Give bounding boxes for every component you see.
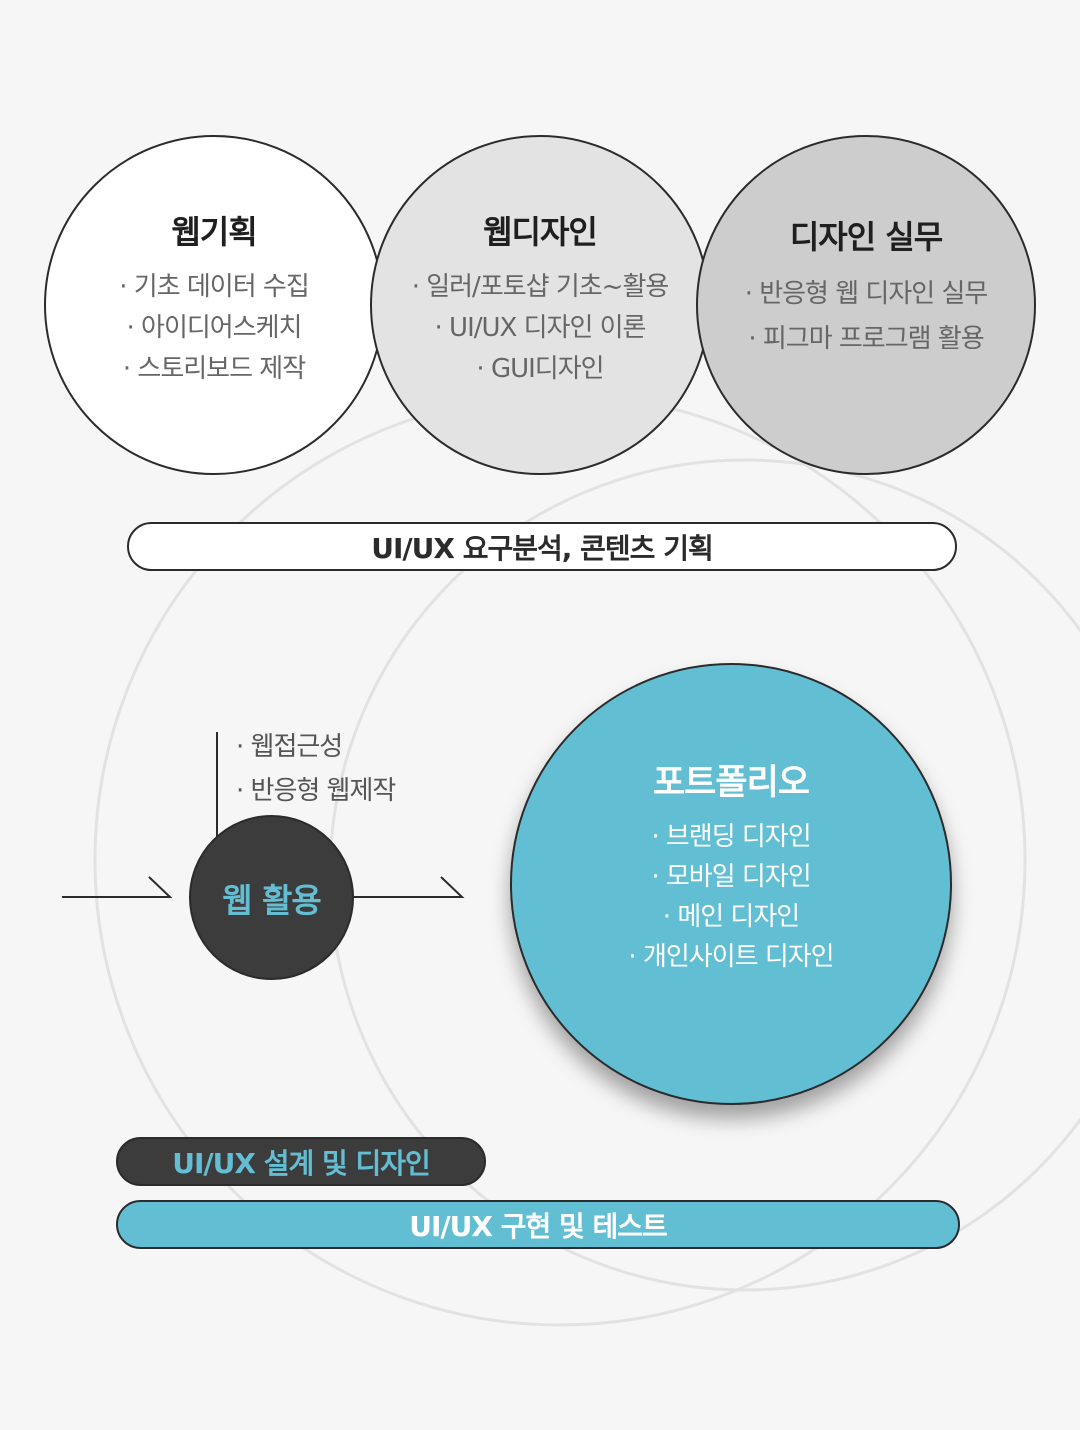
portfolio-item: · 브랜딩 디자인 bbox=[651, 821, 811, 852]
circle-web-planning: 웹기획 · 기초 데이터 수집 · 아이디어스케치 · 스토리보드 제작 bbox=[44, 135, 384, 475]
requirements-bar: UI/UX 요구분석, 콘텐츠 기획 bbox=[127, 522, 957, 571]
circle-item: · GUI디자인 bbox=[476, 353, 604, 384]
circle-item: · 피그마 프로그램 활용 bbox=[748, 324, 984, 354]
circle-item: · 일러/포토샵 기초~활용 bbox=[411, 271, 670, 302]
circle-title: 디자인 실무 bbox=[789, 218, 943, 256]
circle-item: · 스토리보드 제작 bbox=[122, 353, 306, 384]
portfolio-item: · 모바일 디자인 bbox=[651, 861, 811, 892]
arrow-left-icon bbox=[62, 876, 173, 898]
implementation-bar: UI/UX 구현 및 테스트 bbox=[116, 1200, 960, 1249]
circle-item: · UI/UX 디자인 이론 bbox=[434, 312, 647, 343]
design-bar: UI/UX 설계 및 디자인 bbox=[116, 1137, 486, 1186]
web-use-circle: 웹 활용 bbox=[189, 815, 354, 980]
circle-design-practice: 디자인 실무 · 반응형 웹 디자인 실무 · 피그마 프로그램 활용 bbox=[696, 135, 1036, 475]
portfolio-item: · 개인사이트 디자인 bbox=[628, 941, 834, 972]
web-use-notes: · 웹접근성 · 반응형 웹제작 bbox=[236, 725, 396, 813]
circle-title: 웹기획 bbox=[171, 212, 257, 251]
web-use-label: 웹 활용 bbox=[222, 880, 322, 920]
circle-item: · 반응형 웹 디자인 실무 bbox=[744, 279, 989, 309]
circle-item: · 기초 데이터 수집 bbox=[119, 271, 309, 302]
circle-web-design: 웹디자인 · 일러/포토샵 기초~활용 · UI/UX 디자인 이론 · GUI… bbox=[370, 135, 710, 475]
portfolio-title: 포트폴리오 bbox=[652, 762, 810, 803]
web-use-note: · 웹접근성 bbox=[236, 732, 343, 762]
portfolio-circle: 포트폴리오 · 브랜딩 디자인 · 모바일 디자인 · 메인 디자인 · 개인사… bbox=[510, 663, 952, 1105]
web-use-note: · 반응형 웹제작 bbox=[236, 776, 396, 806]
circle-item: · 아이디어스케치 bbox=[126, 312, 303, 343]
portfolio-item: · 메인 디자인 bbox=[662, 901, 800, 932]
arrow-right-icon bbox=[354, 876, 465, 898]
circle-title: 웹디자인 bbox=[483, 212, 598, 251]
